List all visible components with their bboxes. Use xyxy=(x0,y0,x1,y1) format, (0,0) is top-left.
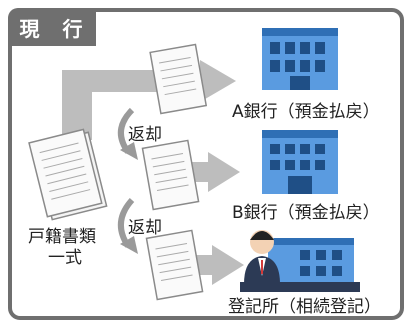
document-icon-a xyxy=(149,43,208,115)
office-building-icon xyxy=(262,28,338,90)
source-label-line1: 戸籍書類 xyxy=(28,227,96,247)
return-label-1: 返却 xyxy=(128,125,162,145)
document-icon-b xyxy=(141,139,200,211)
document-icon-c xyxy=(145,229,204,301)
panel-tag: 現 行 xyxy=(8,8,96,46)
document-stack-icon xyxy=(28,128,108,221)
return-arrow-2 xyxy=(118,197,138,254)
destination-label-bank-b: B銀行（預金払戻） xyxy=(232,203,380,223)
destination-label-registry: 登記所（相続登記） xyxy=(228,297,381,317)
source-label-line2: 一式 xyxy=(48,248,82,268)
return-label-2: 返却 xyxy=(128,218,162,238)
office-building-icon xyxy=(262,130,338,194)
registry-office-icon xyxy=(240,230,360,292)
destination-label-bank-a: A銀行（預金払戻） xyxy=(232,102,380,122)
return-arrow-1 xyxy=(118,107,138,160)
